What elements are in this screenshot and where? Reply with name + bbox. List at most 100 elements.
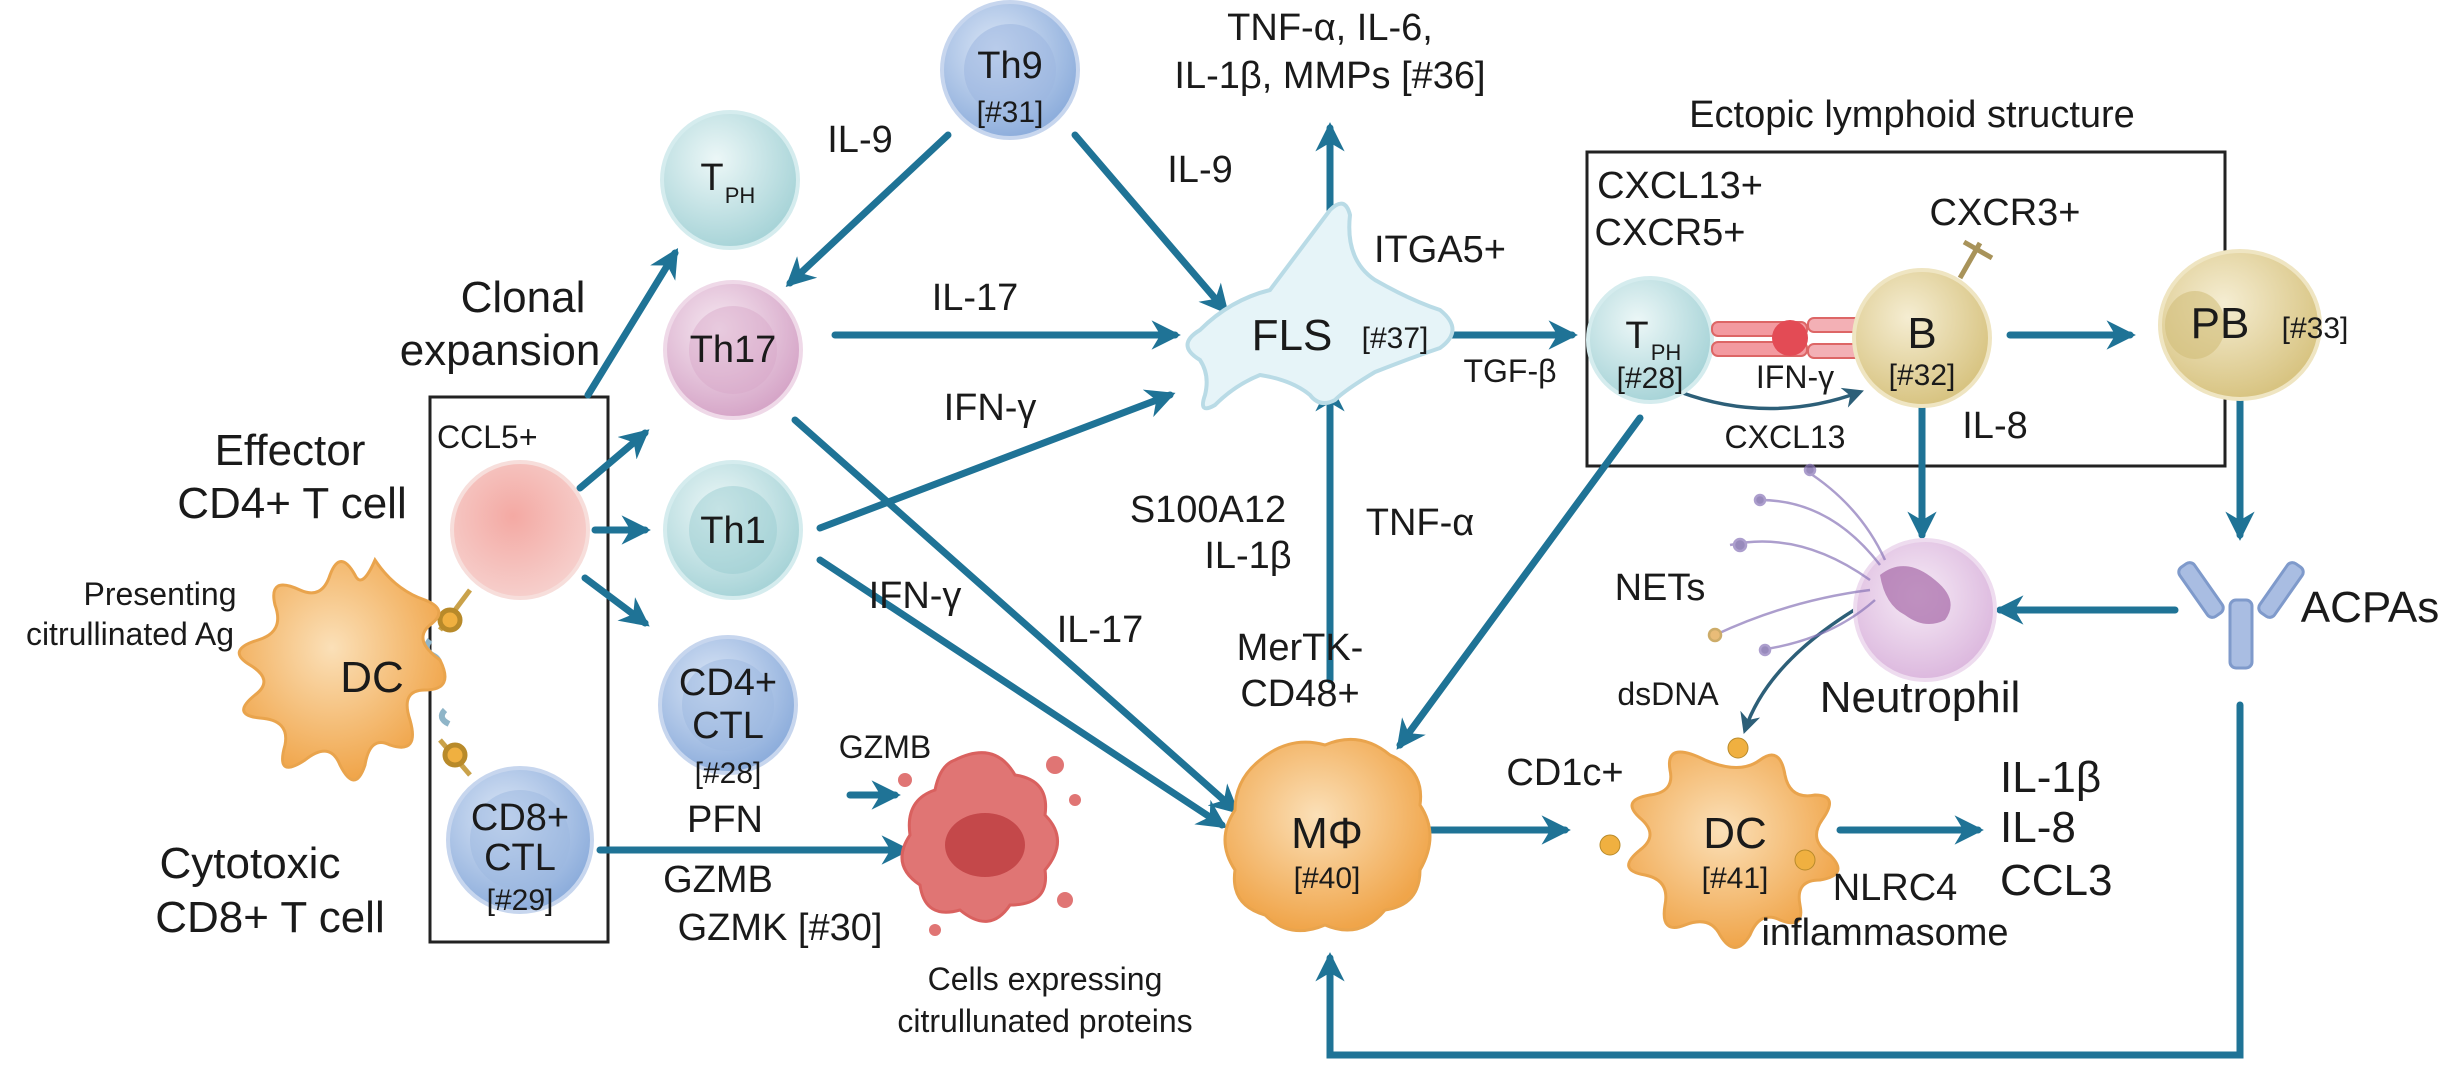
arrow-acpas-to-macrophage — [1315, 701, 2244, 1059]
tnfa-label: TNF-α — [1366, 502, 1475, 544]
cd4ctl-label-2: CTL — [692, 705, 764, 747]
tph-label: T — [700, 157, 723, 199]
fls-label: FLS — [1252, 311, 1333, 360]
s100a12-label: S100A12 — [1130, 489, 1286, 531]
tgfb-label: TGF-β — [1463, 353, 1556, 389]
th9-label: Th9 — [977, 45, 1042, 87]
arrow-to-th17 — [576, 429, 650, 492]
arrow-to-cd4ctl — [581, 574, 650, 627]
cd8-ctl-cell — [446, 766, 594, 914]
il8-ectopic-label: IL-8 — [1962, 405, 2027, 447]
arrow-tph-to-b-ifng — [1679, 387, 1864, 411]
ctl-label: CTL — [484, 837, 556, 879]
output-ccl3: CCL3 — [2000, 856, 2113, 905]
clonal-label: Clonal — [461, 273, 586, 322]
targets-label-2: citrullunated proteins — [897, 1003, 1192, 1039]
cxcl13-pos-label: CXCL13+ — [1597, 165, 1763, 207]
pb-label: PB — [2191, 299, 2250, 348]
th1-cell — [663, 460, 803, 600]
dsdna-label: dsDNA — [1617, 676, 1719, 712]
right-dc-label: DC — [1703, 809, 1767, 858]
effector-label-2: CD4+ T cell — [177, 479, 406, 528]
gzmb-bottom-label: GZMB — [663, 859, 773, 901]
targets-label-1: Cells expressing — [928, 961, 1163, 997]
ref-31: [#31] — [977, 96, 1044, 129]
cxcr5-pos-label: CXCR5+ — [1595, 212, 1746, 254]
il9-right-label: IL-9 — [1167, 149, 1232, 191]
receptor-ligand — [1711, 317, 1865, 359]
il17-top-label: IL-17 — [932, 277, 1019, 319]
arrow-th17-to-macrophage — [791, 416, 1240, 814]
th17-cell — [663, 280, 803, 420]
effector-cd4-cell — [450, 460, 590, 600]
arrow-th1-to-fls — [816, 389, 1176, 532]
b-label: B — [1907, 309, 1936, 358]
nets-label: NETs — [1615, 567, 1706, 609]
tnf-label-2: IL-1β, MMPs [#36] — [1174, 55, 1485, 97]
expansion-label: expansion — [400, 326, 601, 375]
th1-label: Th1 — [700, 510, 765, 552]
ectopic-title: Ectopic lymphoid structure — [1689, 94, 2135, 136]
fls-cell — [1185, 201, 1455, 411]
output-il1b: IL-1β — [2000, 753, 2101, 802]
cytotoxic-label-1: Cytotoxic — [160, 839, 341, 888]
itga5-label: ITGA5+ — [1374, 229, 1506, 271]
macrophage-ref: [#40] — [1294, 862, 1361, 895]
b-cell — [1852, 239, 1994, 408]
arrow-th1-to-macrophage — [816, 556, 1227, 829]
ectopic-tph-ref: [#28] — [1617, 362, 1684, 395]
ref-28: [#28] — [695, 757, 762, 790]
presenting-label-2: citrullinated Ag — [26, 616, 234, 652]
cd8-label: CD8+ — [471, 797, 569, 839]
il1b-label: IL-1β — [1204, 535, 1291, 577]
cd4ctl-label-1: CD4+ — [679, 662, 777, 704]
cytotoxic-label-2: CD8+ T cell — [155, 893, 384, 942]
ref-29: [#29] — [487, 884, 554, 917]
arrow-th9-to-th17 — [785, 131, 952, 288]
b-ref: [#32] — [1889, 359, 1956, 392]
effector-label-1: Effector — [215, 426, 366, 475]
neutrophil-label: Neutrophil — [1820, 673, 2021, 722]
neutrophil-cell — [1853, 538, 1997, 682]
ifng-top-label: IFN-γ — [944, 387, 1037, 429]
tph-subscript: PH — [725, 183, 756, 208]
right-dendritic-cell — [1599, 737, 1840, 949]
gzmb-top-label: GZMB — [839, 729, 931, 765]
cxcr3-pos-label: CXCR3+ — [1930, 192, 2081, 234]
cd1c-label: CD1c+ — [1506, 752, 1623, 794]
macrophage-cell — [1223, 737, 1432, 933]
acpas-antibody — [2177, 561, 2305, 670]
nlrc4-label-2: inflammasome — [1761, 912, 2008, 954]
nlrc4-label-1: NLRC4 — [1833, 867, 1958, 909]
ectopic-cxcl13-label: CXCL13 — [1725, 419, 1846, 455]
presenting-label-1: Presenting — [84, 576, 237, 612]
il9-left-label: IL-9 — [827, 119, 892, 161]
arrow-th9-to-fls — [1071, 131, 1229, 315]
ectopic-ifng-label: IFN-γ — [1756, 359, 1834, 395]
acpas-label: ACPAs — [2301, 583, 2440, 632]
ectopic-tph-label: T — [1625, 315, 1648, 357]
output-il8: IL-8 — [2000, 803, 2076, 852]
left-dendritic-cell — [237, 556, 447, 782]
arrow-to-tph — [584, 247, 679, 399]
tnf-label-1: TNF-α, IL-6, — [1227, 7, 1433, 49]
tph-cell — [660, 110, 800, 250]
ccl5-label: CCL5+ — [437, 419, 538, 455]
cd4-ctl-cell — [658, 635, 798, 775]
arrow-tph-to-macrophage — [1396, 414, 1644, 750]
ifng-mid-label: IFN-γ — [869, 575, 962, 617]
pfn-label: PFN — [687, 799, 763, 841]
left-dc-label: DC — [340, 653, 404, 702]
nets-fibers — [1707, 463, 1887, 657]
gzmk-label: GZMK [#30] — [678, 907, 883, 949]
cd48-label: CD48+ — [1240, 673, 1359, 715]
il17-mid-label: IL-17 — [1057, 609, 1144, 651]
fls-ref: [#37] — [1362, 322, 1429, 355]
ectopic-tph-subscript: PH — [1651, 340, 1682, 365]
plasmablast-cell — [2158, 249, 2322, 401]
ectopic-tph-cell — [1586, 276, 1714, 404]
pb-ref: [#33] — [2282, 312, 2349, 345]
target-cells — [898, 751, 1081, 936]
th9-cell — [940, 0, 1080, 140]
